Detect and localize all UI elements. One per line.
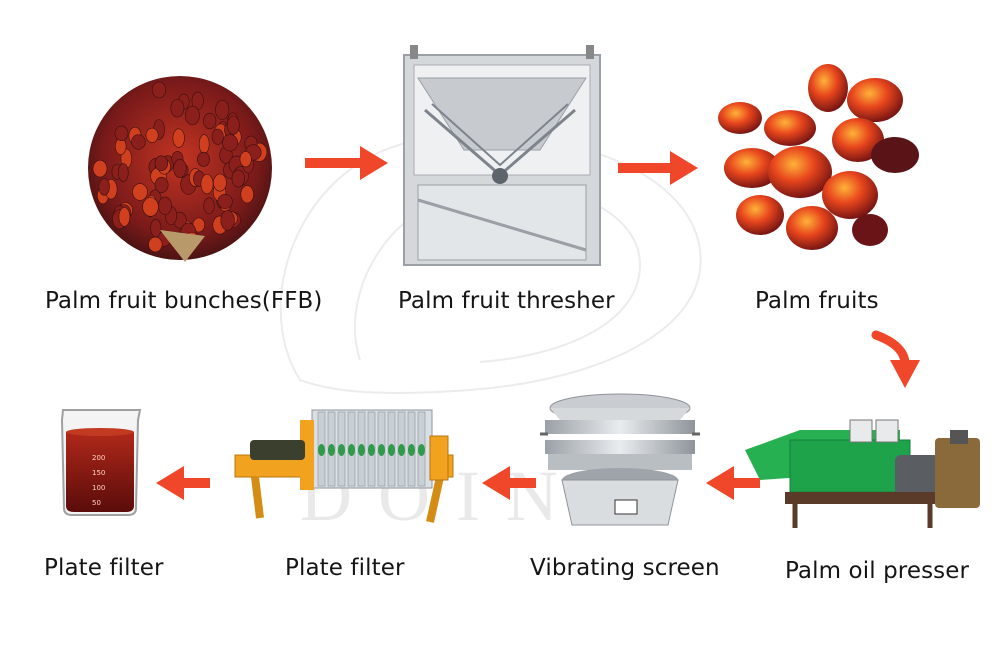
filter-valve [408, 444, 415, 456]
beaker-scale-200: 200 [92, 454, 105, 462]
flow-arrow-2 [618, 151, 698, 185]
fruitlet [215, 99, 230, 120]
fruitlet [197, 151, 210, 167]
filter-valve [358, 444, 365, 456]
fruitlet [132, 183, 148, 201]
fruitlet [150, 218, 162, 238]
fruitlet [114, 125, 129, 141]
filter-valve [318, 444, 325, 456]
fruitlet [203, 112, 217, 130]
filter-valve [368, 444, 375, 456]
fruitlet [203, 197, 215, 214]
fruitlet [217, 194, 233, 210]
filter-valve [398, 444, 405, 456]
flow-arrow-1 [305, 146, 388, 180]
beaker-scale-50: 50 [92, 499, 101, 507]
beaker-scale: 200 150 100 50 [92, 454, 105, 507]
fruitlet [200, 174, 214, 195]
fruitlet [222, 134, 238, 152]
label-vibrating-screen: Vibrating screen [530, 555, 720, 581]
label-plate-filter: Plate filter [285, 555, 405, 581]
fruitlet [148, 236, 163, 253]
fruitlet [92, 159, 108, 178]
label-palm-fruits: Palm fruits [755, 288, 879, 314]
fruitlet [240, 185, 254, 204]
filter-valve [418, 444, 425, 456]
fruitlet [211, 128, 224, 145]
filter-valve [338, 444, 345, 456]
oil-presser-image [745, 419, 980, 528]
vibrating-screen-image [540, 393, 700, 526]
fruitlet [220, 210, 235, 231]
fruitlet [184, 105, 200, 126]
label-palm-fruit-thresher: Palm fruit thresher [398, 288, 615, 314]
filter-valve [378, 444, 385, 456]
fruitlet [172, 128, 185, 148]
thresher-image [403, 45, 601, 266]
fruitlet [118, 207, 131, 227]
filter-valve [328, 444, 335, 456]
flow-arrow-4 [706, 466, 760, 500]
flow-arrow-6 [156, 466, 210, 500]
fruitlet [158, 196, 172, 215]
plate-filter-image [234, 409, 454, 523]
fruitlet [173, 158, 187, 178]
fruitlet [131, 134, 146, 150]
beaker-scale-150: 150 [92, 469, 105, 477]
fruitlet [118, 163, 129, 182]
palm-fruits-image [718, 64, 919, 250]
fruitlet [213, 173, 227, 192]
fruitlet [170, 99, 185, 118]
label-plate-filter-oil: Plate filter [44, 555, 164, 581]
fruitlet [151, 81, 167, 99]
beaker-scale-100: 100 [92, 484, 105, 492]
fruitlet [198, 134, 210, 154]
fruitlet [145, 127, 159, 143]
fruitlet [154, 176, 169, 193]
fruitlet [239, 151, 252, 168]
filter-valve [388, 444, 395, 456]
flow-arrow-3 [871, 330, 920, 388]
fruitlet [142, 197, 159, 217]
filter-valve [348, 444, 355, 456]
label-palm-fruit-bunches: Palm fruit bunches(FFB) [45, 288, 323, 314]
label-palm-oil-presser: Palm oil presser [785, 558, 970, 584]
flow-arrow-5 [482, 466, 536, 500]
fruitlet [231, 169, 245, 188]
oil-beaker-image: 200 150 100 50 [60, 409, 142, 516]
fruitlet [98, 178, 110, 196]
palm-bunch-image [88, 76, 272, 262]
fruitlet [154, 155, 169, 172]
fruitlet [226, 115, 240, 135]
